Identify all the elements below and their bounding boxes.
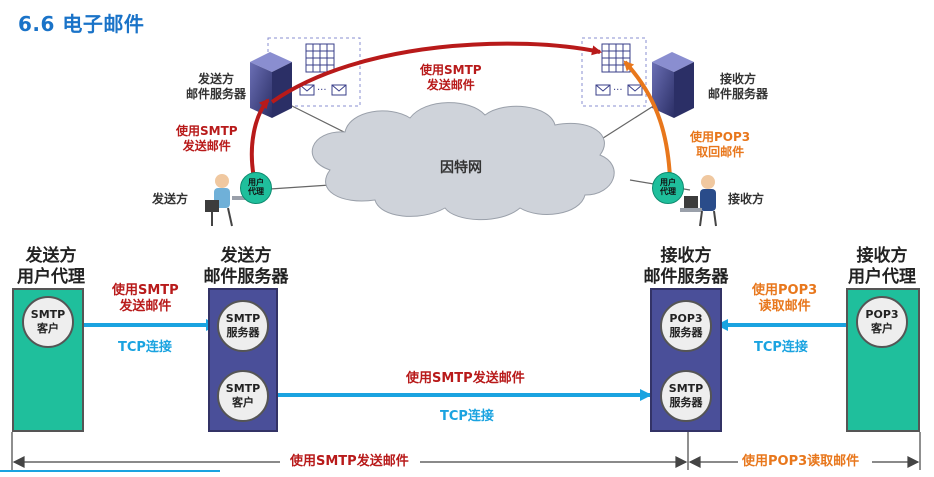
- col-receiver-ua-heading: 接收方用户代理: [848, 246, 916, 288]
- svg-text:···: ···: [317, 85, 327, 96]
- col-sender-server-heading: 发送方邮件服务器: [203, 246, 289, 288]
- sender-user-icon: [205, 174, 250, 227]
- link1-tcp-label: TCP连接: [118, 340, 172, 355]
- svg-text:···: ···: [613, 85, 623, 96]
- span-pop3: [688, 432, 921, 470]
- internet-cloud: [311, 102, 615, 221]
- receiver-server-label: 接收方邮件服务器: [708, 72, 769, 101]
- col-sender-ua-heading: 发送方用户代理: [17, 246, 85, 288]
- sender-server-icon: [250, 52, 292, 118]
- mailbox-grid-icon: [601, 43, 631, 73]
- sender-server-label: 发送方邮件服务器: [186, 72, 247, 101]
- span-pop3-label: 使用POP3读取邮件: [742, 454, 860, 469]
- smtp-up-arrow: [249, 98, 270, 179]
- receiver-user-icon: [680, 175, 717, 227]
- envelope-icon: [299, 84, 347, 96]
- user-agent-badge-left: 用户代理: [240, 172, 272, 204]
- sender-mailbox-frame: [267, 37, 361, 107]
- envelope-icon: [595, 84, 643, 96]
- link2-protocol-label: 使用SMTP发送邮件: [406, 371, 525, 386]
- span-smtp-label: 使用SMTP发送邮件: [290, 454, 409, 469]
- link2-tcp-label: TCP连接: [440, 409, 494, 424]
- receiver-server-icon: [652, 52, 694, 118]
- receiver-label: 接收方: [728, 192, 765, 206]
- col-receiver-server-heading: 接收方邮件服务器: [643, 246, 729, 288]
- sender-label: 发送方: [152, 192, 189, 206]
- mailbox-grid-icon: [305, 43, 335, 73]
- span-smtp: [11, 432, 689, 470]
- title-underline: [0, 470, 220, 472]
- smtp-arc-arrow: [270, 41, 602, 104]
- user-agent-badge-right: 用户代理: [652, 172, 684, 204]
- receiver-mailbox-frame: [581, 37, 647, 107]
- link3-tcp-label: TCP连接: [754, 340, 808, 355]
- page-title: 6.6 电子邮件: [18, 12, 145, 36]
- pop3-up-arrow: [623, 60, 672, 179]
- internet-label: 因特网: [440, 160, 482, 176]
